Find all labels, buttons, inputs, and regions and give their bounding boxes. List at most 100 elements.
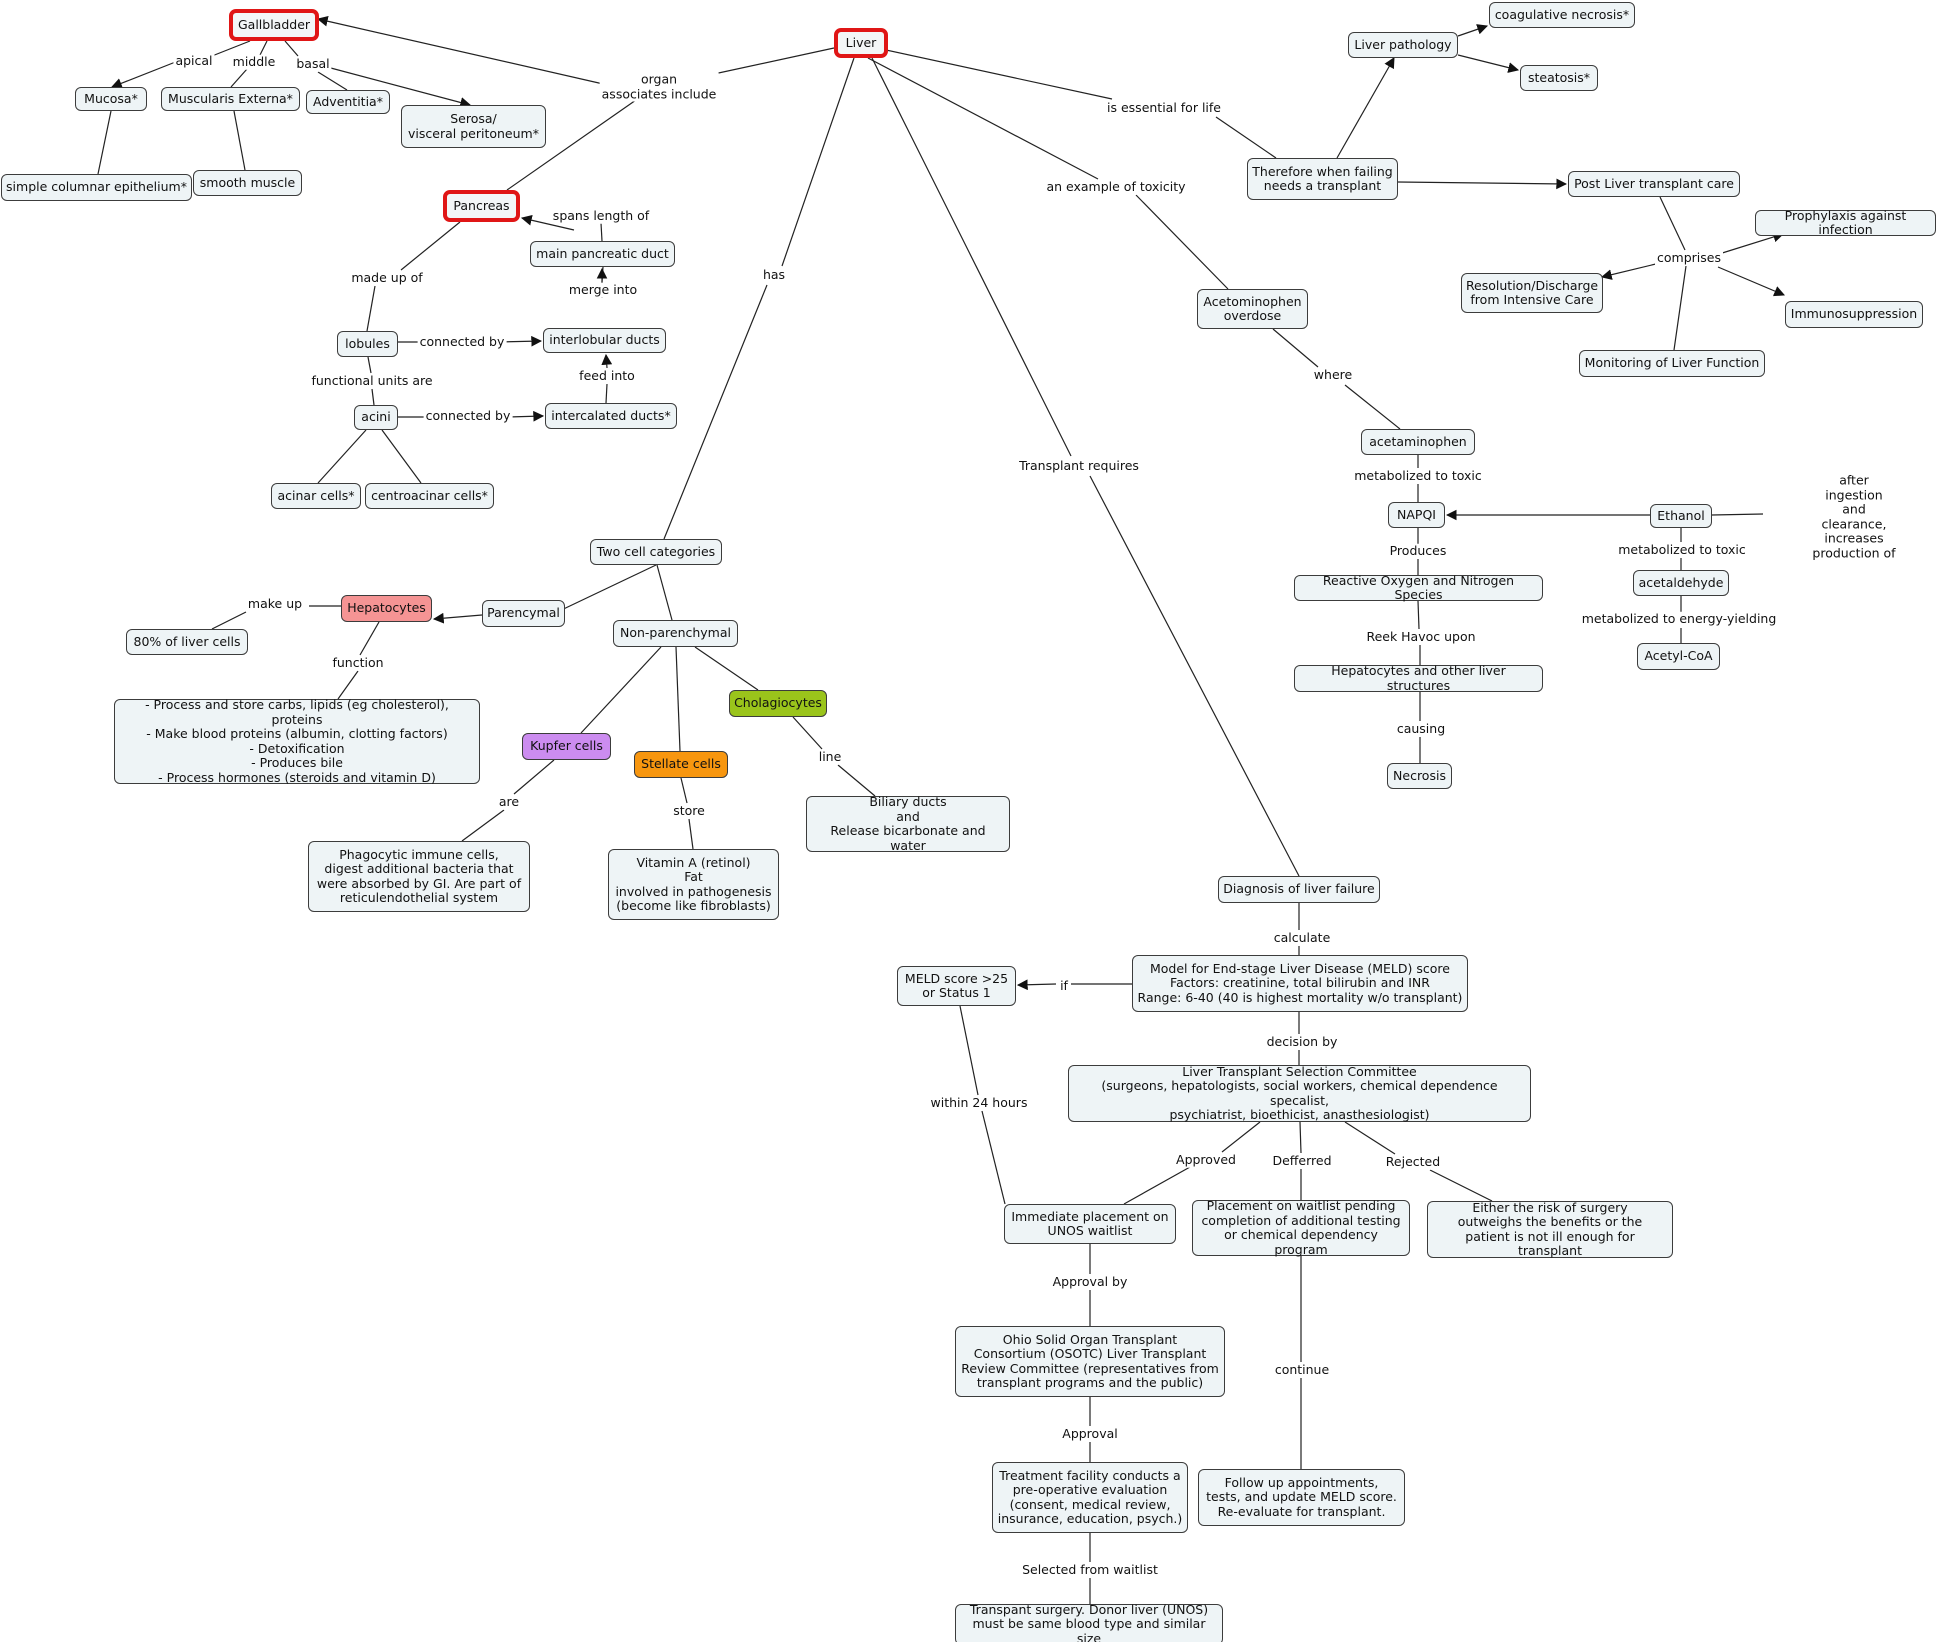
connector-line — [259, 40, 268, 56]
node-coagulative-necrosis[interactable]: coagulative necrosis* — [1489, 2, 1635, 28]
node-therefore-when-failing[interactable]: Therefore when failing needs a transplan… — [1247, 158, 1398, 200]
connector-line — [1600, 262, 1661, 280]
link-merge-into: merge into — [566, 281, 640, 298]
node-kupfer-cells[interactable]: Kupfer cells — [522, 733, 611, 760]
connector-line — [959, 1005, 979, 1096]
node-immediate-placement[interactable]: Immediate placement on UNOS waitlist — [1004, 1204, 1176, 1244]
connector-line — [400, 221, 461, 271]
node-meld-score-25[interactable]: MELD score >25 or Status 1 — [897, 966, 1016, 1006]
connector-line — [981, 1110, 1006, 1205]
node-parencymal[interactable]: Parencymal — [482, 600, 565, 627]
node-diagnosis-liver-failure[interactable]: Diagnosis of liver failure — [1218, 876, 1380, 903]
connector-line — [507, 410, 545, 422]
node-simple-columnar-epithelium[interactable]: simple columnar epithelium* — [1, 174, 192, 201]
link-metabolized-energy: metabolized to energy-yielding — [1579, 610, 1779, 627]
node-treatment-facility[interactable]: Treatment facility conducts a pre-operat… — [992, 1462, 1188, 1533]
node-adventitia[interactable]: Adventitia* — [306, 90, 390, 114]
node-cholagiocytes[interactable]: Cholagiocytes — [729, 690, 827, 717]
node-vitamin-a[interactable]: Vitamin A (retinol) Fat involved in path… — [608, 849, 779, 920]
node-centroacinar-cells[interactable]: centroacinar cells* — [365, 483, 494, 509]
link-if: if — [1058, 977, 1070, 994]
node-napqi[interactable]: NAPQI — [1388, 502, 1445, 528]
connector-line — [337, 670, 359, 700]
link-metabolized-toxic-acetaldehyde: metabolized to toxic — [1616, 541, 1748, 558]
node-post-liver-transplant-care[interactable]: Post Liver transplant care — [1568, 171, 1740, 197]
link-rejected: Rejected — [1383, 1153, 1443, 1170]
node-acetaminophen-overdose[interactable]: Acetominophen overdose — [1197, 289, 1308, 329]
connector-line — [675, 646, 681, 752]
node-waitlist-pending[interactable]: Placement on waitlist pending completion… — [1192, 1198, 1410, 1256]
connector-line — [233, 110, 246, 171]
connector-line — [316, 15, 613, 87]
node-biliary-ducts[interactable]: Biliary ducts and Release bicarbonate an… — [806, 794, 1010, 852]
node-gallbladder[interactable]: Gallbladder — [229, 9, 319, 41]
node-main-pancreatic-duct[interactable]: main pancreatic duct — [530, 241, 675, 267]
node-hepatocytes[interactable]: Hepatocytes — [341, 595, 432, 622]
node-selection-committee[interactable]: Liver Transplant Selection Committee (su… — [1068, 1064, 1531, 1122]
node-liver-pathology[interactable]: Liver pathology — [1348, 32, 1458, 58]
node-stellate-cells[interactable]: Stellate cells — [634, 751, 728, 778]
link-middle: middle — [230, 53, 278, 70]
connector-line — [359, 621, 380, 656]
connector-line — [461, 809, 505, 842]
connector-line — [871, 57, 1072, 457]
node-intercalated-ducts[interactable]: intercalated ducts* — [545, 403, 677, 429]
connector-line — [837, 764, 876, 797]
node-resolution-discharge[interactable]: Resolution/Discharge from Intensive Care — [1461, 273, 1603, 313]
node-non-parenchymal[interactable]: Non-parenchymal — [613, 620, 738, 647]
node-immunosuppression[interactable]: Immunosuppression — [1785, 301, 1923, 328]
connector-line — [506, 99, 637, 191]
connector-line — [97, 110, 112, 175]
node-serosa[interactable]: Serosa/ visceral peritoneum* — [401, 105, 546, 148]
node-interlobular-ducts[interactable]: interlobular ducts — [543, 328, 666, 353]
connector-line — [1344, 384, 1401, 430]
node-hepatocytes-liver-structures[interactable]: Hepatocytes and other liver structures — [1294, 663, 1543, 692]
node-pancreas[interactable]: Pancreas — [443, 190, 520, 222]
node-ethanol[interactable]: Ethanol — [1650, 504, 1712, 528]
connector-line — [600, 222, 603, 242]
connector-line — [1417, 600, 1420, 630]
connector-line — [663, 284, 768, 540]
node-hepatocyte-functions[interactable]: - Process and store carbs, lipids (eg ch… — [114, 697, 480, 784]
link-where: where — [1311, 366, 1355, 383]
node-acinar-cells[interactable]: acinar cells* — [271, 483, 361, 509]
node-two-cell-categories[interactable]: Two cell categories — [590, 539, 722, 565]
node-steatosis[interactable]: steatosis* — [1520, 65, 1598, 91]
node-transplant-surgery[interactable]: Transpant surgery. Donor liver (UNOS) mu… — [955, 1602, 1223, 1642]
node-muscularis-externa[interactable]: Muscularis Externa* — [161, 87, 300, 111]
node-liver[interactable]: Liver — [834, 28, 888, 58]
node-risk-outweighs[interactable]: Either the risk of surgery outweighs the… — [1427, 1200, 1673, 1258]
connector-line — [284, 40, 299, 57]
node-follow-up[interactable]: Follow up appointments, tests, and updat… — [1198, 1469, 1405, 1526]
connector-line — [1397, 178, 1568, 190]
node-meld-model[interactable]: Model for End-stage Liver Disease (MELD)… — [1132, 955, 1468, 1012]
link-comprises: comprises — [1655, 249, 1723, 266]
node-necrosis[interactable]: Necrosis — [1387, 763, 1452, 789]
link-essential-for-life: is essential for life — [1105, 99, 1223, 116]
node-mucosa[interactable]: Mucosa* — [75, 87, 147, 111]
node-acetaminophen[interactable]: acetaminophen — [1361, 429, 1475, 455]
node-acetyl-coa[interactable]: Acetyl-CoA — [1637, 643, 1720, 670]
connector-line — [1659, 196, 1686, 251]
node-phagocytic-immune-cells[interactable]: Phagocytic immune cells, digest addition… — [308, 841, 530, 912]
node-smooth-muscle[interactable]: smooth muscle — [193, 170, 302, 196]
connector-line — [1457, 24, 1489, 37]
node-acini[interactable]: acini — [354, 405, 398, 430]
node-reactive-oxygen-nitrogen[interactable]: Reactive Oxygen and Nitrogen Species — [1294, 573, 1543, 602]
node-monitoring-liver-function[interactable]: Monitoring of Liver Function — [1579, 350, 1765, 377]
connector-line — [699, 47, 835, 78]
node-osotc-committee[interactable]: Ohio Solid Organ Transplant Consortium (… — [955, 1326, 1225, 1397]
connector-line — [605, 383, 608, 404]
node-prophylaxis[interactable]: Prophylaxis against infection — [1755, 208, 1936, 237]
connector-line — [367, 356, 372, 374]
node-80-percent-liver-cells[interactable]: 80% of liver cells — [126, 629, 248, 655]
connector-line — [601, 353, 613, 369]
node-lobules[interactable]: lobules — [337, 331, 398, 357]
connector-line — [366, 285, 376, 332]
connector-line — [1089, 475, 1300, 877]
connector-line — [1016, 979, 1057, 991]
link-within-24-hours: within 24 hours — [928, 1094, 1030, 1111]
node-acetaldehyde[interactable]: acetaldehyde — [1633, 570, 1729, 596]
